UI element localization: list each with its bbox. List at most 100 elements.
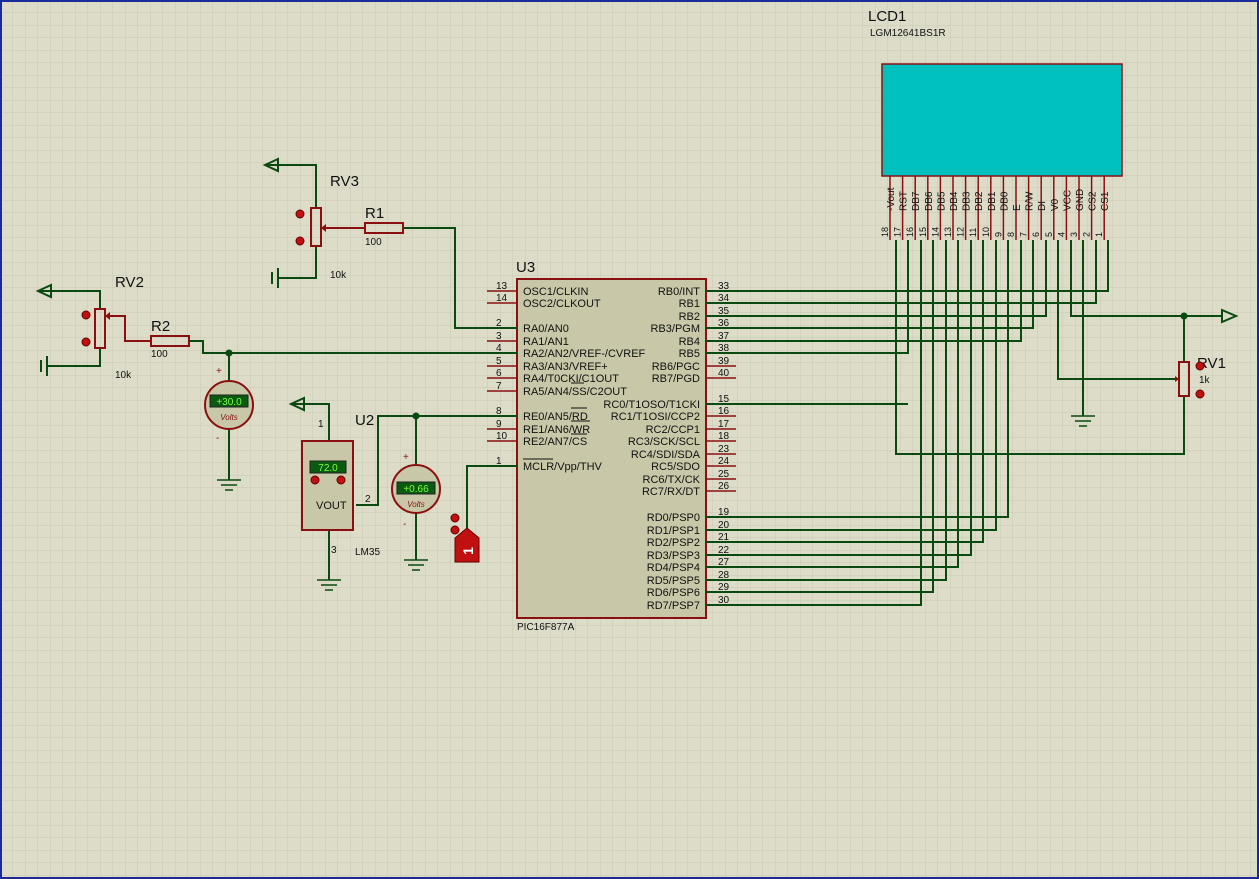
lcd1-component[interactable]: LCD1 LGM12641BS1R -Vout18RST17DB716DB615… [868, 8, 1123, 240]
mcu-left-pin-name: RA0/AN0 [523, 323, 569, 335]
lcd-pin-name: DB6 [924, 191, 935, 211]
mcu-right-pin-num: 15 [718, 394, 730, 405]
voltmeter-1[interactable]: +30.0 Volts + - [204, 353, 254, 491]
mcu-left-pin-name: RA4/T0CKI/C1OUT [523, 373, 619, 385]
u3-ref: U3 [516, 259, 535, 276]
lcd-pin-name: DB5 [936, 191, 947, 211]
voltmeter-2-minus: - [403, 519, 406, 530]
voltmeter-2-plus: + [403, 452, 409, 463]
mcu-left-pin-name: RE2/AN7/CS [523, 436, 587, 448]
mcu-right-pin-name: RC1/T1OSI/CCP2 [611, 411, 700, 423]
mcu-left-pin-num: 8 [496, 406, 502, 417]
voltmeter-2-reading: +0.66 [403, 484, 429, 495]
lcd-pin-num: 18 [880, 227, 890, 237]
voltmeter-2[interactable]: +0.66 Volts + - [391, 416, 441, 571]
mcu-right-pin-num: 35 [718, 306, 730, 317]
lcd-pin-num: 7 [1019, 232, 1029, 237]
u2-lm35[interactable]: 72.0 VOUT U2 LM35 1 2 3 [288, 396, 380, 591]
voltmeter-2-display [396, 481, 436, 495]
u2-reading: 72.0 [318, 463, 338, 474]
r2-resistor[interactable]: R2 100 [150, 318, 190, 360]
lcd-pin-name: DB2 [974, 191, 985, 211]
lcd-pin-name: V0 [1050, 198, 1061, 211]
lcd-pin-name: -Vout [886, 187, 897, 211]
mcu-right-pin-name: RB4 [679, 336, 700, 348]
mcu-left-pin-name: RA1/AN1 [523, 336, 569, 348]
lcd-pin-name: CS2 [1088, 191, 1099, 211]
mcu-left-pin-num: 13 [496, 281, 508, 292]
mcu-left-pin-num: 5 [496, 356, 502, 367]
mcu-right-pin-name: RD5/PSP5 [647, 575, 700, 587]
lcd-pin-num: 9 [993, 232, 1003, 237]
lcd-pin-num: 14 [930, 227, 940, 237]
u2-vout-label: VOUT [316, 500, 347, 512]
mcu-left-pin-num: 7 [496, 381, 502, 392]
mcu-left-pin-name: RA2/AN2/VREF-/CVREF [523, 348, 646, 360]
rv2-value: 10k [115, 370, 132, 381]
mcu-right-pin-num: 21 [718, 532, 730, 543]
u3-component[interactable]: U3 PIC16F877A OSC1/CLKIN13OSC2/CLKOUT14R… [487, 259, 736, 633]
mcu-right-pin-num: 30 [718, 595, 730, 606]
lcd-pin-num: 1 [1094, 232, 1104, 237]
mcu-right-pin-num: 34 [718, 293, 730, 304]
mcu-left-pin-name: RA3/AN3/VREF+ [523, 361, 608, 373]
mcu-right-pin-num: 27 [718, 557, 730, 568]
u2-pin-3: 3 [331, 545, 337, 556]
voltmeter-1-reading: +30.0 [216, 397, 242, 408]
mcu-right-pin-name: RD4/PSP4 [647, 562, 700, 574]
lcd-pin-name: DB7 [911, 191, 922, 211]
mclr-logic-source[interactable]: 1 [450, 513, 480, 563]
mcu-right-pin-name: RC5/SDO [651, 461, 700, 473]
rv1-potentiometer[interactable]: RV1 1k [1175, 355, 1226, 399]
power-terminal-right[interactable] [1221, 308, 1239, 324]
lcd1-screen[interactable] [881, 63, 1123, 177]
mcu-right-pin-num: 17 [718, 419, 730, 430]
r1-resistor[interactable]: R1 100 [353, 205, 404, 248]
lcd1-pins: -Vout18RST17DB716DB615DB514DB413DB312DB2… [880, 176, 1111, 240]
rv2-potentiometer[interactable]: RV2 10k [35, 274, 150, 381]
ground-lcd [1071, 415, 1095, 427]
lcd-pin-name: DB4 [949, 191, 960, 211]
lcd-pin-name: VCC [1062, 190, 1073, 211]
lcd1-part: LGM12641BS1R [870, 28, 946, 39]
junction-rv1 [1180, 312, 1188, 320]
mcu-right-pin-num: 24 [718, 456, 730, 467]
lcd-pin-name: R/W [1025, 191, 1036, 211]
mcu-right-pin-name: RB0/INT [658, 286, 700, 298]
mcu-left-pin-num: 9 [496, 419, 502, 430]
u3-body[interactable] [516, 278, 707, 619]
mcu-right-pin-num: 25 [718, 469, 730, 480]
lcd-pin-num: 16 [905, 227, 915, 237]
u2-pin-1: 1 [318, 419, 324, 430]
mcu-right-pin-name: RB7/PGD [652, 373, 700, 385]
lcd-pin-num: 13 [943, 227, 953, 237]
lcd-pin-num: 12 [956, 227, 966, 237]
mcu-right-pin-num: 20 [718, 520, 730, 531]
mcu-right-pin-name: RB6/PGC [652, 361, 700, 373]
mcu-left-pin-num: 2 [496, 318, 502, 329]
lcd-pin-name: GND [1075, 189, 1086, 211]
voltmeter-1-minus: - [216, 433, 219, 444]
rv1-value: 1k [1199, 375, 1211, 386]
lcd-pin-name: DI [1037, 201, 1048, 211]
lcd-pin-num: 5 [1044, 232, 1054, 237]
rv3-potentiometer[interactable]: RV3 10k [262, 157, 359, 288]
u2-ref: U2 [355, 412, 374, 429]
lcd-pin-num: 8 [1006, 232, 1016, 237]
lcd-pin-name: DB1 [987, 191, 998, 211]
mcu-right-pin-name: RC4/SDI/SDA [631, 449, 701, 461]
mcu-right-pin-num: 22 [718, 545, 730, 556]
rv3-ref: RV3 [330, 173, 359, 190]
mcu-left-pin-name: RE0/AN5/RD [523, 411, 588, 423]
mcu-right-pin-name: RD1/PSP1 [647, 525, 700, 537]
mcu-right-pin-num: 37 [718, 331, 730, 342]
mcu-right-pin-num: 23 [718, 444, 730, 455]
mcu-right-pin-name: RC2/CCP1 [646, 424, 700, 436]
mcu-left-pin-num: 1 [496, 456, 502, 467]
voltmeter-1-plus: + [216, 366, 222, 377]
voltmeter-2-unit: Volts [407, 500, 425, 509]
mcu-right-pin-name: RD7/PSP7 [647, 600, 700, 612]
mcu-right-pin-num: 19 [718, 507, 730, 518]
u3-left-pins: OSC1/CLKIN13OSC2/CLKOUT14RA0/AN02RA1/AN1… [487, 281, 646, 473]
